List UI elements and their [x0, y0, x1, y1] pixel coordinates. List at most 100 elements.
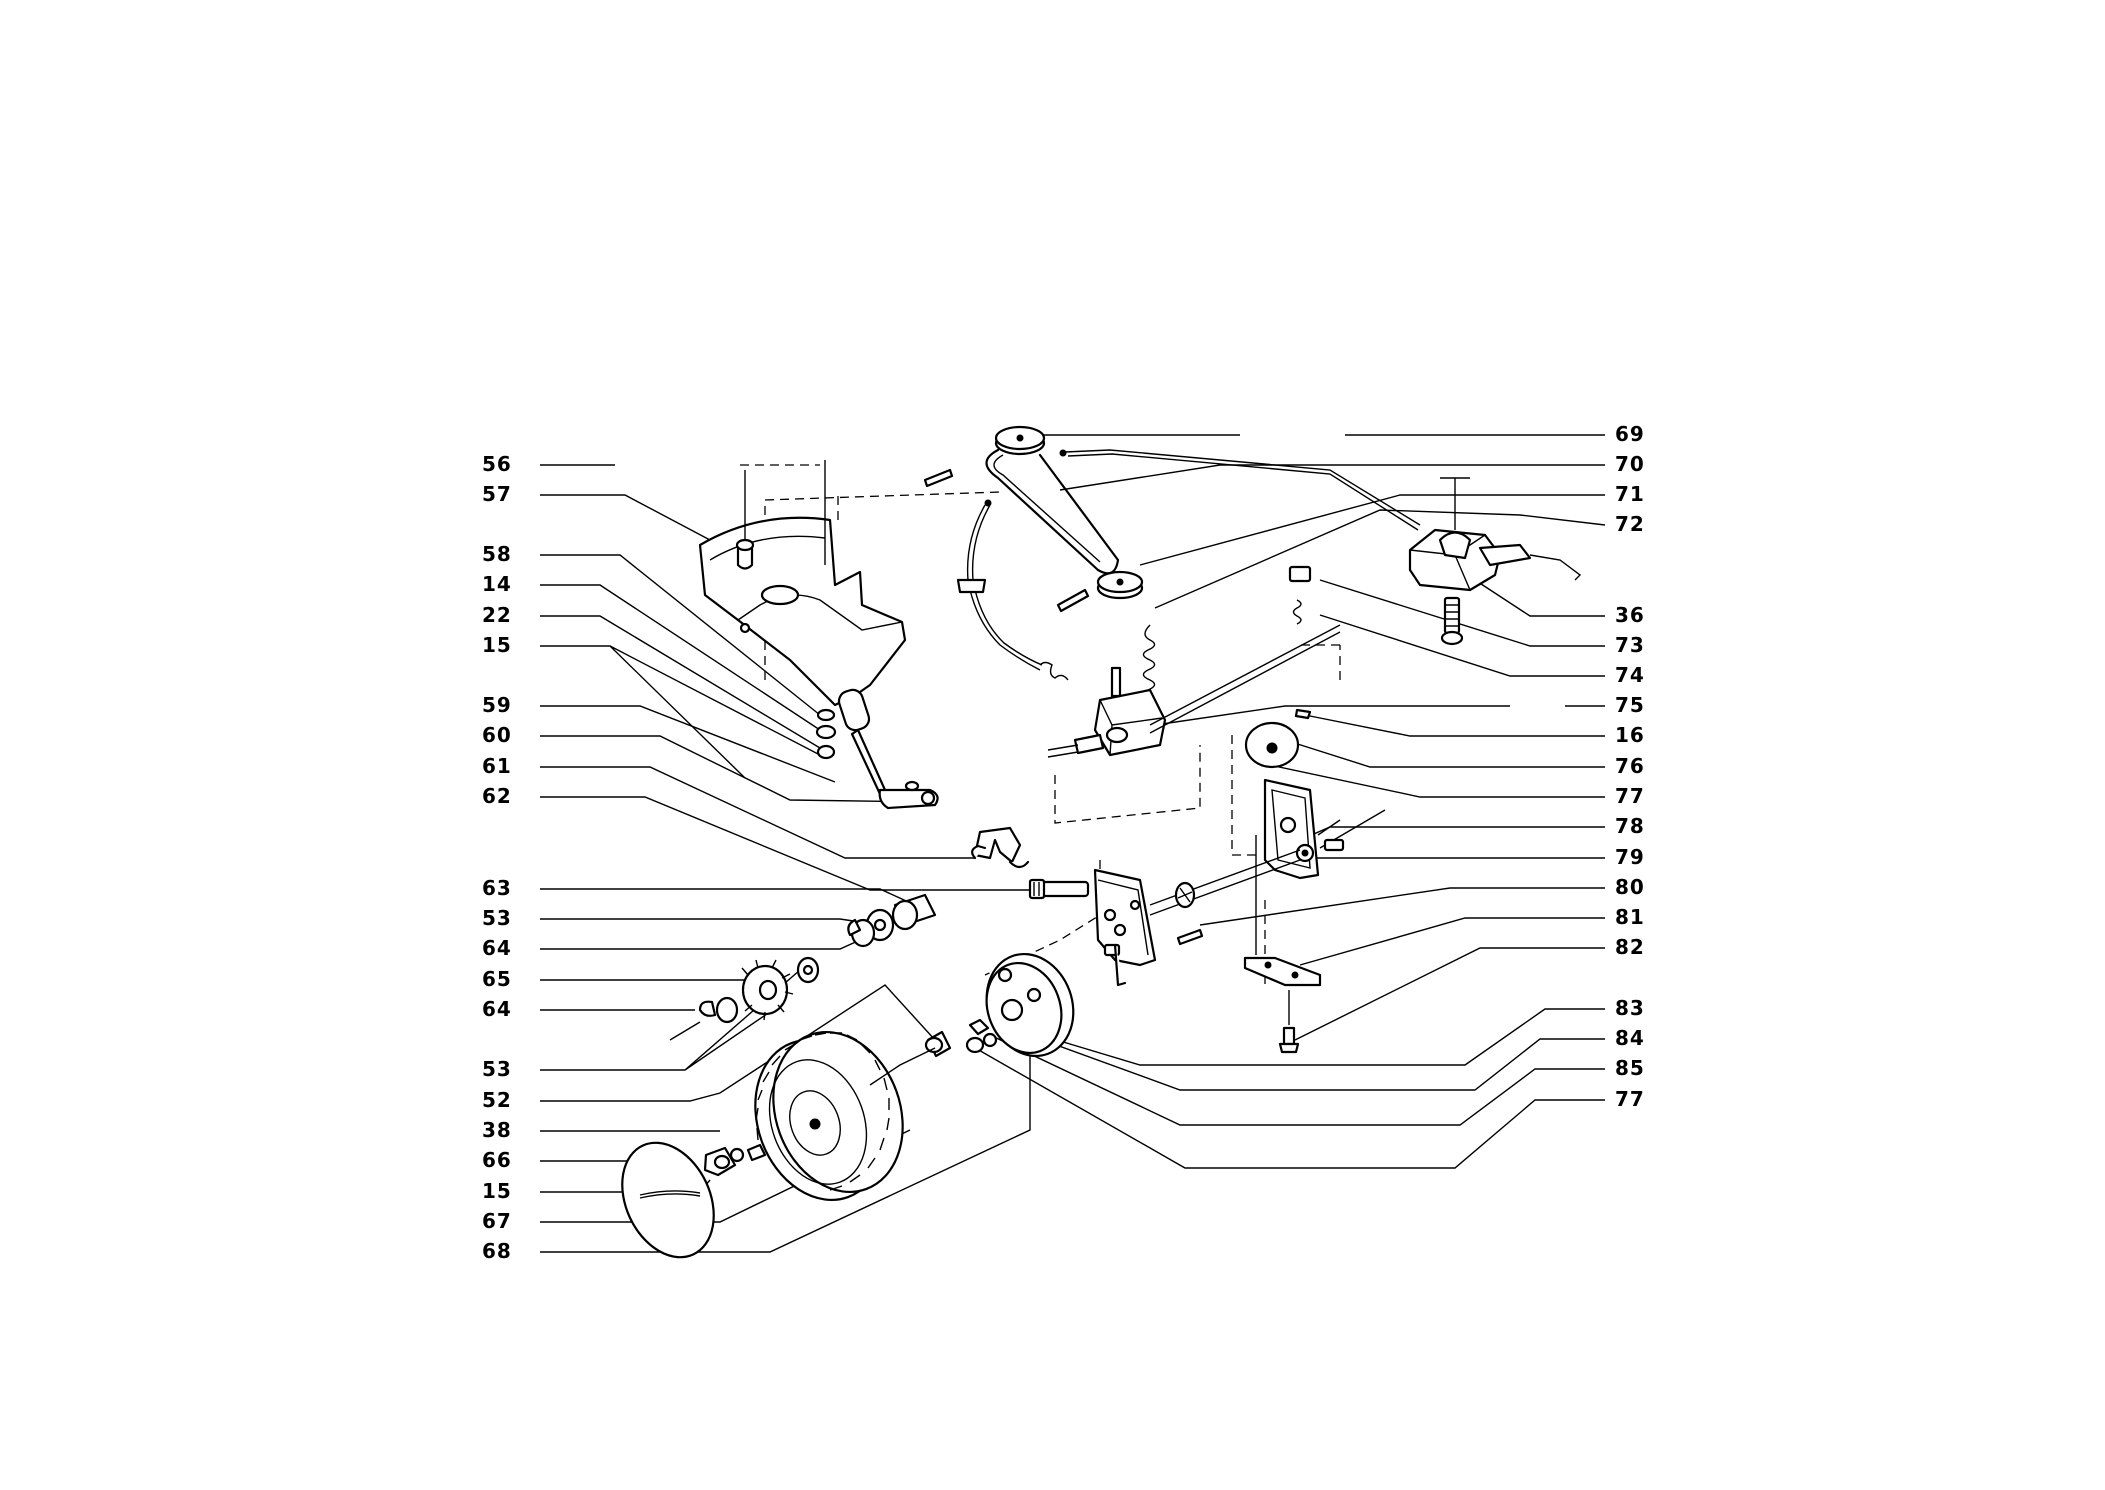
leader-68 — [540, 1045, 1031, 1253]
leader-85 — [989, 1034, 1605, 1126]
callout-69: 69 — [1615, 422, 1645, 446]
callout-64-b: 64 — [482, 997, 512, 1021]
callout-53-b: 53 — [482, 1057, 512, 1081]
leader-83 — [1039, 1008, 1605, 1066]
clip-64b — [669, 996, 739, 1041]
callout-80: 80 — [1615, 875, 1645, 899]
guide-top — [740, 464, 839, 520]
housing-bolt-hole — [739, 622, 751, 634]
leader-36 — [1474, 579, 1605, 617]
leader-62 — [540, 796, 1040, 891]
leader-84 — [1014, 1029, 1605, 1091]
callout-63: 63 — [482, 876, 512, 900]
callout-61: 61 — [482, 754, 512, 778]
leader-60 — [540, 735, 931, 803]
rear-axle — [1149, 849, 1301, 916]
hub-cap-66 — [621, 1141, 715, 1259]
pin-upper — [923, 468, 954, 488]
foot-bracket-82 — [1243, 835, 1322, 1054]
callout-67: 67 — [482, 1209, 512, 1233]
callout-72: 72 — [1615, 512, 1645, 536]
leader-72 — [1154, 509, 1606, 609]
axle-nut — [703, 1143, 767, 1177]
leader-16 — [1304, 714, 1605, 737]
guide-bracket — [1231, 735, 1262, 856]
callout-62: 62 — [482, 784, 512, 808]
callout-85: 85 — [1615, 1056, 1645, 1080]
callout-76: 76 — [1615, 754, 1645, 778]
key-74 — [1288, 565, 1312, 625]
callout-14: 14 — [482, 572, 512, 596]
drive-shaft — [1149, 624, 1341, 734]
leader-77 — [1269, 764, 1605, 798]
callout-15-b: 15 — [482, 1179, 512, 1203]
leader-70 — [1059, 464, 1605, 491]
leader-52 — [540, 984, 936, 1102]
tire-tread — [755, 1032, 890, 1191]
washer-14 — [815, 724, 837, 740]
callout-64: 64 — [482, 936, 512, 960]
right-bracket — [1263, 778, 1386, 880]
throttle-cable — [1059, 449, 1421, 531]
upper-pulley — [994, 425, 1046, 456]
callout-79: 79 — [1615, 845, 1645, 869]
guide-shaft-end — [1300, 644, 1341, 680]
leader-73 — [1319, 579, 1605, 647]
callout-75: 75 — [1615, 693, 1645, 717]
callout-81: 81 — [1615, 905, 1645, 929]
callout-22: 22 — [482, 603, 512, 627]
callout-52: 52 — [482, 1088, 512, 1112]
callout-15: 15 — [482, 633, 512, 657]
leader-61 — [540, 766, 975, 859]
gear-train — [796, 893, 937, 984]
wheel-hub-plate — [985, 952, 1075, 1058]
callout-77-b: 77 — [1615, 1087, 1645, 1111]
leader-76 — [1284, 739, 1605, 768]
screw-16 — [1294, 708, 1312, 720]
washer-38 — [729, 1147, 745, 1163]
hub-washers — [965, 1018, 998, 1054]
callout-66: 66 — [482, 1148, 512, 1172]
bolt-73 — [1440, 596, 1464, 646]
flange-plate-76 — [1244, 708, 1312, 769]
leader-63 — [540, 888, 916, 906]
leader-15 — [540, 645, 821, 779]
right-callouts: 69 70 71 72 36 73 74 75 16 76 77 78 79 8… — [1615, 422, 1645, 1111]
drive-cable — [956, 499, 1069, 681]
washer-58 — [816, 708, 836, 722]
callout-59: 59 — [482, 693, 512, 717]
leader-75 — [1154, 705, 1605, 726]
leader-57 — [540, 494, 711, 541]
drive-belt — [985, 448, 1120, 575]
leader-53 — [540, 918, 881, 926]
callout-82: 82 — [1615, 935, 1645, 959]
callout-70: 70 — [1615, 452, 1645, 476]
leader-14 — [540, 584, 821, 731]
callout-57: 57 — [482, 482, 512, 506]
callout-78: 78 — [1615, 814, 1645, 838]
callout-16: 16 — [1615, 723, 1645, 747]
wire-clip-61 — [971, 826, 1030, 869]
left-callouts: 56 57 58 14 22 15 59 60 61 62 63 53 64 6… — [482, 452, 512, 1263]
leader-81 — [1299, 917, 1605, 966]
leader-65 — [540, 979, 766, 985]
callout-36: 36 — [1615, 603, 1645, 627]
leader-77b — [969, 1044, 1605, 1169]
gearbox-input-shaft — [1110, 666, 1122, 698]
pins — [923, 468, 1090, 613]
wheel-67 — [754, 1030, 936, 1202]
callout-84: 84 — [1615, 1026, 1645, 1050]
clip-64 — [847, 918, 862, 937]
pinion-gear-65 — [741, 959, 794, 1021]
washer-stack — [815, 708, 837, 760]
lower-pulley — [1096, 570, 1144, 600]
callout-68: 68 — [482, 1239, 512, 1263]
leader-71 — [1139, 494, 1605, 566]
nut-77b — [968, 1018, 990, 1036]
callout-77: 77 — [1615, 784, 1645, 808]
washer-85 — [965, 1036, 985, 1054]
callout-83: 83 — [1615, 996, 1645, 1020]
callout-60: 60 — [482, 723, 512, 747]
bolt-62 — [1028, 878, 1090, 900]
nut-22 — [816, 744, 836, 760]
